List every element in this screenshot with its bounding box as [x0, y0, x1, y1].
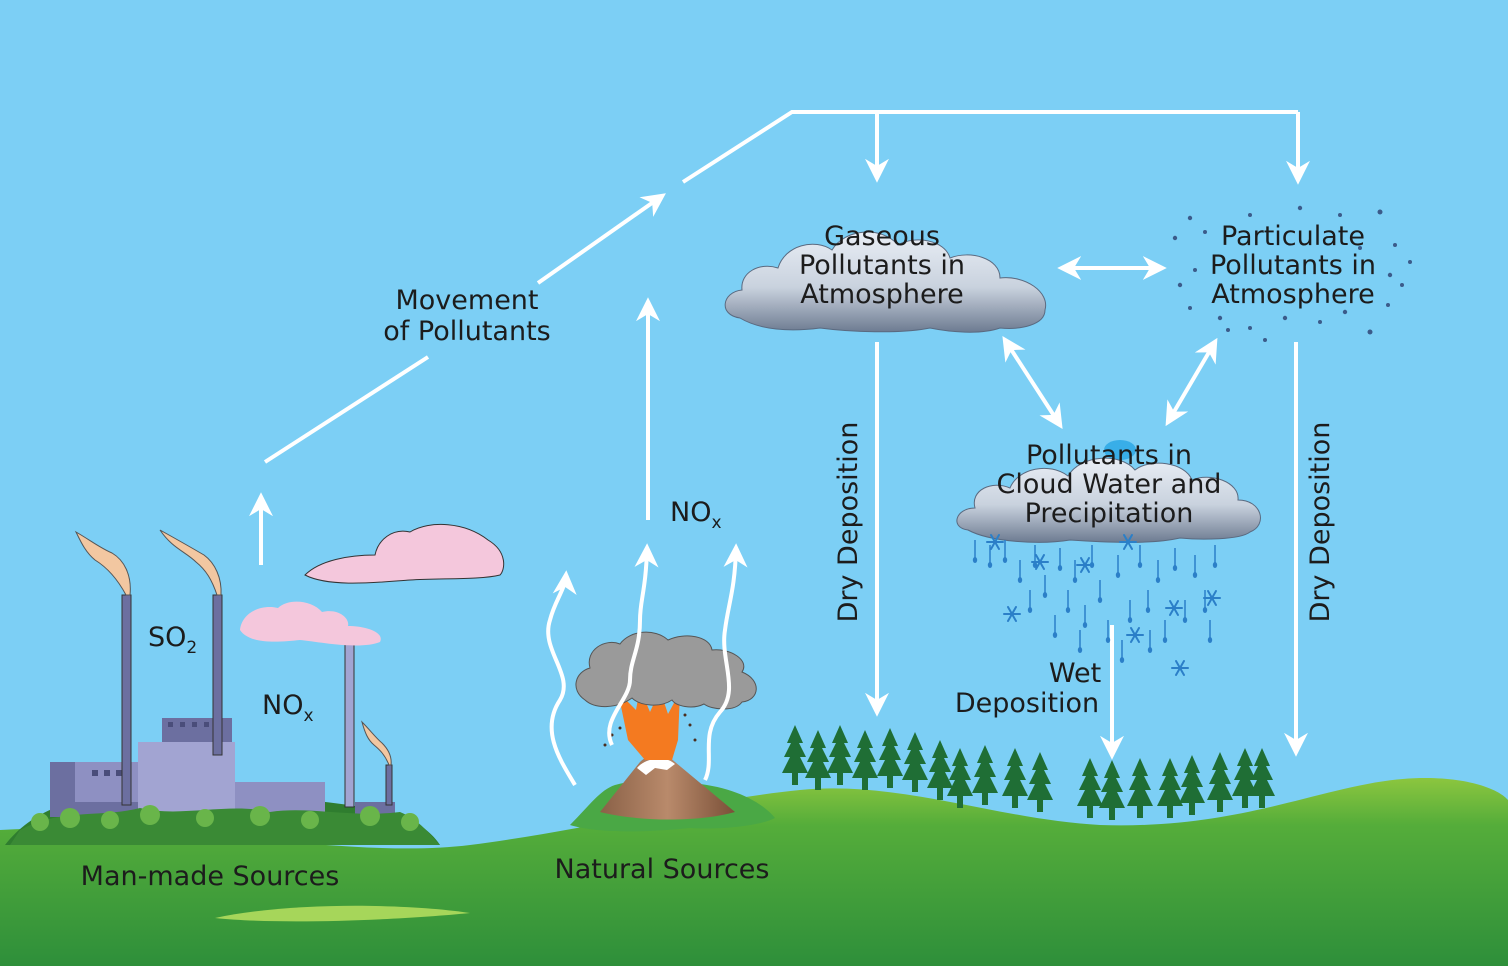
- label-cloud-water-1: Pollutants in: [1026, 440, 1192, 471]
- label-particulate-3: Atmosphere: [1211, 279, 1374, 310]
- label-man-made-sources: Man-made Sources: [81, 861, 340, 892]
- label-wet-deposition-1: Wet: [1049, 658, 1101, 689]
- arrow-gaseous-cloudwater: [1002, 335, 1063, 430]
- label-movement-2: of Pollutants: [383, 316, 550, 347]
- volcano-icon: [570, 631, 775, 832]
- arrow-top-line: [681, 110, 1298, 184]
- label-nox-volcano: NOx: [670, 497, 722, 533]
- label-cloud-water-2: Cloud Water and: [997, 469, 1222, 500]
- cloud-water-cloud-icon: [956, 440, 1261, 543]
- label-particulate-1: Particulate: [1221, 221, 1365, 252]
- label-particulate-2: Pollutants in: [1210, 250, 1376, 281]
- heat-wave-arrows: [546, 543, 748, 787]
- arrow-movement-upper: [536, 193, 666, 285]
- label-dry-deposition-right: Dry Deposition: [1305, 422, 1336, 623]
- label-gaseous-3: Atmosphere: [800, 279, 963, 310]
- ground-highlight: [215, 905, 470, 922]
- label-cloud-water-3: Precipitation: [1025, 498, 1194, 529]
- flow-arrows: [249, 110, 1310, 760]
- labels: Movement of Pollutants Gaseous Pollutant…: [81, 221, 1376, 892]
- label-movement-1: Movement: [395, 285, 538, 316]
- smokestack-icon: [74, 529, 393, 808]
- gaseous-cloud-icon: [724, 231, 1047, 333]
- label-gaseous-2: Pollutants in: [799, 250, 965, 281]
- label-gaseous-1: Gaseous: [824, 221, 940, 252]
- label-so2: SO2: [148, 622, 197, 658]
- particulate-dots: [1172, 205, 1412, 342]
- factory-icon: [5, 718, 440, 845]
- arrow-particulate-cloudwater: [1165, 337, 1218, 427]
- factory-smoke-clouds: [240, 523, 505, 646]
- label-wet-deposition-2: Deposition: [955, 688, 1099, 719]
- arrow-movement-lower: [263, 355, 430, 464]
- label-nox-factory: NOx: [262, 690, 314, 726]
- label-dry-deposition-left: Dry Deposition: [833, 422, 864, 623]
- label-natural-sources: Natural Sources: [555, 854, 770, 885]
